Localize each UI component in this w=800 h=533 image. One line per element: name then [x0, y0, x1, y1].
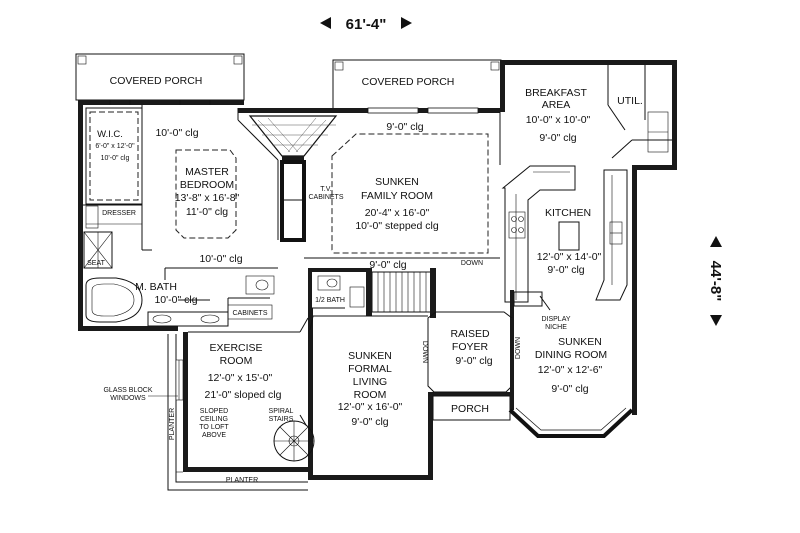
planter-side-label: PLANTER	[169, 408, 176, 440]
dining-name-line2: DINING ROOM	[535, 349, 607, 361]
master-name-line1: MASTER	[185, 166, 229, 178]
svg-text:CABINETS: CABINETS	[308, 194, 343, 201]
master-bath: DRESSER SEAT M. BATH 10'-0" clg CABINETS	[83, 204, 275, 327]
wic-size: 6'-0" x 12'-0"	[95, 143, 135, 150]
living-name-line3: LIVING	[353, 376, 387, 388]
wic-ceiling: 10'-0" clg	[101, 155, 130, 162]
master-ceiling-bottom: 10'-0" clg	[199, 253, 242, 265]
dining-size: 12'-0" x 12'-6"	[538, 364, 603, 376]
covered-porch-left-label: COVERED PORCH	[110, 75, 203, 87]
living-name-line4: ROOM	[354, 389, 387, 401]
svg-text:ABOVE: ABOVE	[202, 432, 226, 439]
down-label-family: DOWN	[461, 260, 483, 267]
foyer-name-line1: RAISED	[450, 328, 490, 340]
glass-block-line1: GLASS BLOCK	[103, 387, 152, 394]
living-name-line2: FORMAL	[348, 363, 392, 375]
raised-foyer: RAISED FOYER 9'-0" clg	[427, 311, 513, 393]
master-size: 13'-8" x 16'-8"	[175, 192, 240, 204]
planter-bottom-label: PLANTER	[226, 477, 258, 484]
covered-porch-center: COVERED PORCH	[332, 59, 502, 111]
planters: PLANTER PLANTER GLASS BLOCK WINDOWS	[103, 334, 308, 491]
svg-text:STAIRS: STAIRS	[269, 416, 294, 423]
family-name-line2: FAMILY ROOM	[361, 190, 433, 202]
dining-name-line1: SUNKEN	[558, 336, 602, 348]
down-label-dining: DOWN	[515, 337, 522, 359]
kitchen-size: 12'-0" x 14'-0"	[537, 251, 602, 263]
svg-text:NICHE: NICHE	[545, 324, 567, 331]
living-ceiling: 9'-0" clg	[351, 416, 388, 428]
dresser-label: DRESSER	[102, 210, 136, 217]
svg-text:T.V.: T.V.	[320, 186, 331, 193]
step-down-markers: DOWN DOWN DOWN	[421, 257, 522, 363]
master-name-line2: BEDROOM	[180, 179, 234, 191]
exercise-name-line1: EXERCISE	[209, 342, 262, 354]
foyer-name-line2: FOYER	[452, 341, 489, 353]
covered-porch-left: COVERED PORCH	[75, 53, 245, 101]
front-porch: PORCH	[432, 395, 511, 421]
breakfast-name-line2: AREA	[542, 99, 571, 111]
breakfast-area: BREAKFAST AREA 10'-0" x 10'-0" 9'-0" clg	[499, 65, 626, 165]
kitchen-label: KITCHEN	[545, 207, 591, 219]
seat-label: SEAT	[87, 260, 105, 267]
living-room: SUNKEN FORMAL LIVING ROOM 12'-0" x 16'-0…	[309, 315, 428, 428]
living-name-line1: SUNKEN	[348, 350, 392, 362]
glass-block-line2: WINDOWS	[110, 395, 146, 402]
kitchen-ceiling: 9'-0" clg	[547, 264, 584, 276]
family-ceiling: 10'-0" stepped clg	[355, 220, 439, 232]
dining-room: SUNKEN DINING ROOM 12'-0" x 12'-6" 9'-0"…	[508, 318, 634, 438]
living-size: 12'-0" x 16'-0"	[338, 401, 403, 413]
master-ceiling-top: 10'-0" clg	[155, 127, 198, 139]
down-label-living: DOWN	[421, 341, 428, 363]
svg-text:SPIRAL: SPIRAL	[269, 408, 294, 415]
depth-dimension-label: 44'-8"	[707, 261, 724, 302]
svg-text:SLOPED: SLOPED	[200, 408, 228, 415]
mbath-ceiling: 10'-0" clg	[154, 294, 197, 306]
family-ceiling-bottom: 9'-0" clg	[369, 259, 406, 271]
dining-ceiling: 9'-0" clg	[551, 383, 588, 395]
breakfast-ceiling: 9'-0" clg	[539, 132, 576, 144]
depth-dimension: 44'-8"	[707, 236, 724, 326]
mbath-label: M. BATH	[135, 281, 177, 293]
svg-text:TO LOFT: TO LOFT	[199, 424, 229, 431]
half-bath: 1/2 BATH	[308, 268, 372, 316]
exercise-size: 12'-0" x 15'-0"	[208, 372, 273, 384]
exercise-ceiling: 21'-0" sloped clg	[205, 389, 282, 401]
family-ceiling-top: 9'-0" clg	[386, 121, 423, 133]
walk-in-closet: W.I.C. 6'-0" x 12'-0" 10'-0" clg	[85, 107, 143, 205]
utility-room: UTIL.	[611, 65, 672, 159]
svg-text:CEILING: CEILING	[200, 416, 228, 423]
cabinets-label: CABINETS	[232, 310, 267, 317]
master-ceiling: 11'-0" clg	[186, 206, 228, 218]
covered-porch-center-label: COVERED PORCH	[362, 76, 455, 88]
breakfast-name-line1: BREAKFAST	[525, 87, 587, 99]
tv-cabinets-label: T.V. CABINETS	[308, 186, 343, 201]
svg-text:DISPLAY: DISPLAY	[541, 316, 570, 323]
family-name-line1: SUNKEN	[375, 176, 419, 188]
display-niche: DISPLAY NICHE	[510, 290, 571, 331]
master-bedroom: 10'-0" clg MASTER BEDROOM 13'-8" x 16'-8…	[141, 105, 279, 269]
fireplace	[248, 115, 338, 242]
family-size: 20'-4" x 16'-0"	[365, 207, 430, 219]
breakfast-size: 10'-0" x 10'-0"	[526, 114, 591, 126]
half-bath-label: 1/2 BATH	[315, 297, 345, 304]
width-dimension-label: 61'-4"	[346, 16, 387, 33]
wic-label: W.I.C.	[97, 129, 123, 140]
foyer-ceiling: 9'-0" clg	[455, 355, 492, 367]
width-dimension: 61'-4"	[320, 16, 412, 33]
exercise-room: EXERCISE ROOM 12'-0" x 15'-0" 21'-0" slo…	[188, 317, 315, 462]
utility-label: UTIL.	[617, 95, 643, 107]
window-strips	[109, 100, 479, 114]
main-stairs	[366, 268, 436, 318]
family-room: 9'-0" clg SUNKEN FAMILY ROOM 20'-4" x 16…	[304, 121, 489, 271]
front-porch-label: PORCH	[451, 403, 489, 415]
kitchen: KITCHEN 12'-0" x 14'-0" 9'-0" clg	[501, 165, 628, 303]
exercise-name-line2: ROOM	[220, 355, 253, 367]
